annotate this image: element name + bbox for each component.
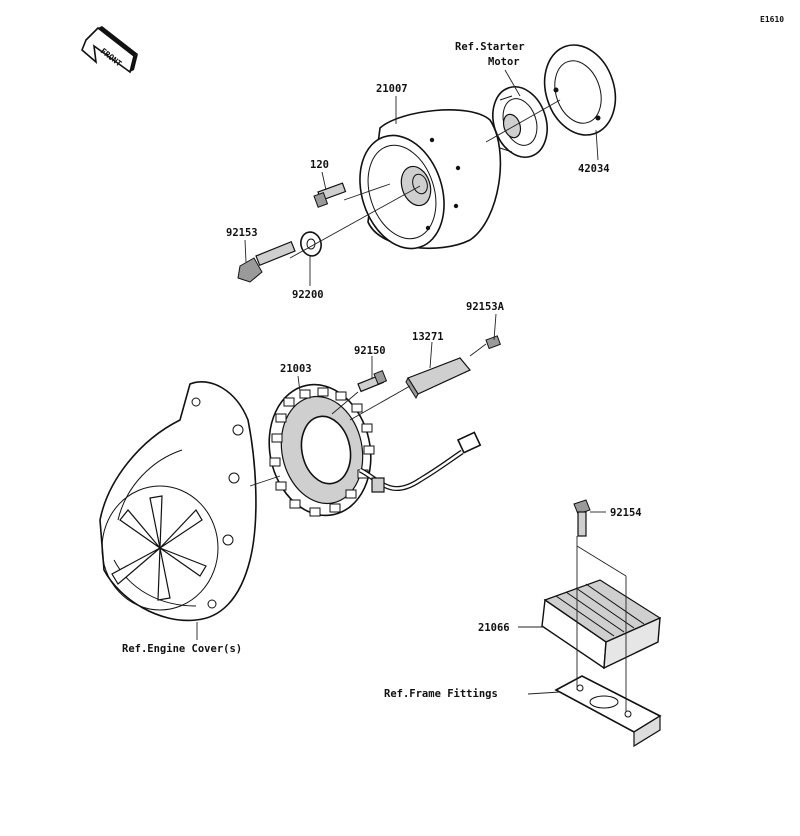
washer-92200-part xyxy=(300,231,322,257)
label-ref-frame-fittings: Ref.Frame Fittings xyxy=(384,688,498,700)
label-42034: 42034 xyxy=(578,163,610,175)
label-ref-starter-motor-2: Motor xyxy=(488,56,520,68)
label-ref-starter-motor: Ref.Starter xyxy=(455,41,525,53)
label-120: 120 xyxy=(310,159,329,171)
engine-cover-part xyxy=(99,380,257,622)
label-21007: 21007 xyxy=(376,83,408,95)
starter-clutch-part xyxy=(492,86,548,158)
label-92150: 92150 xyxy=(354,345,386,357)
holding-plate-part xyxy=(405,357,471,400)
leader-lines xyxy=(196,69,627,712)
stator-wire-harness xyxy=(358,431,482,493)
starter-clutch-cover-part xyxy=(543,44,617,136)
label-21003: 21003 xyxy=(280,363,312,375)
label-13271: 13271 xyxy=(412,331,444,343)
frame-fitting-part xyxy=(554,675,662,748)
bolt-92153-part xyxy=(237,240,296,283)
front-arrow-icon: FRONT xyxy=(81,26,138,74)
diagram-code: E1610 xyxy=(760,15,784,24)
stator-part xyxy=(268,383,375,517)
label-92200: 92200 xyxy=(292,289,324,301)
regulator-part xyxy=(541,579,662,670)
screw-92153a-part xyxy=(485,335,501,350)
label-92153: 92153 xyxy=(226,227,258,239)
label-ref-engine-cover: Ref.Engine Cover(s) xyxy=(122,643,242,655)
label-92153a: 92153A xyxy=(466,301,505,313)
label-92154: 92154 xyxy=(610,507,642,519)
bolt-92150-part xyxy=(357,369,388,393)
rotor-part xyxy=(359,109,502,250)
bolt-120-part xyxy=(313,182,347,208)
bolt-92154-part xyxy=(573,499,591,537)
label-21066: 21066 xyxy=(478,622,510,634)
